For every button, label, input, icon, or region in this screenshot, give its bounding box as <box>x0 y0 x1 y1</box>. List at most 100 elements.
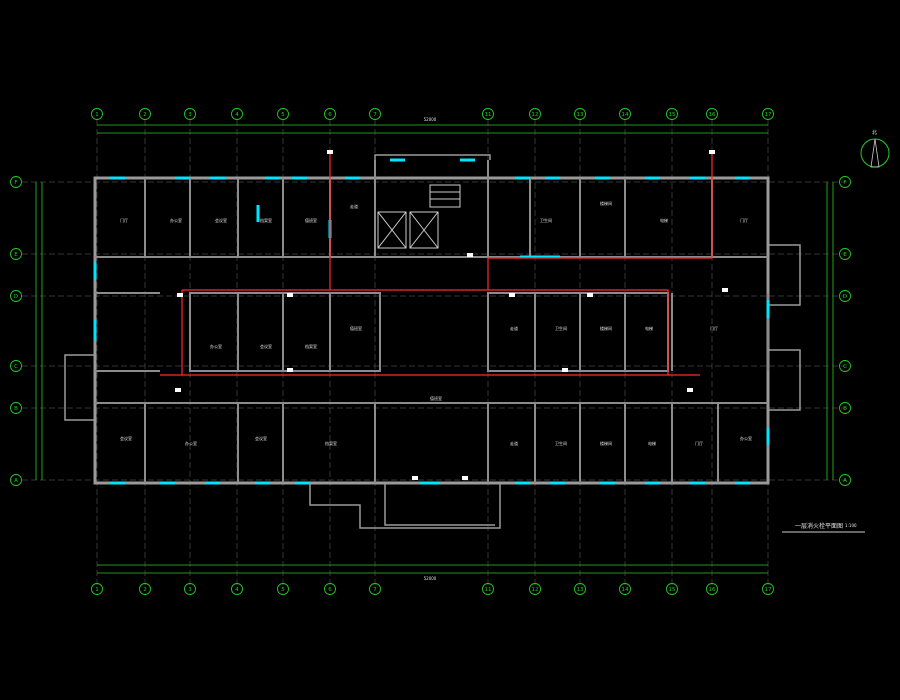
grid-column-top-17-label: 17 <box>765 112 772 118</box>
room-label: 楼梯间 <box>600 440 612 446</box>
grid-column-top-4: 4 <box>231 108 243 120</box>
top-dimension-lines <box>97 124 768 134</box>
grid-column-bottom-2: 2 <box>139 583 151 595</box>
grid-column-bottom-7-label: 7 <box>373 587 377 593</box>
grid-column-bottom-3-label: 3 <box>188 587 192 593</box>
grid-row-right-C: C <box>839 360 851 372</box>
north-label: 北 <box>872 129 877 136</box>
grid-column-bottom-16: 16 <box>706 583 718 595</box>
grid-column-top-17: 17 <box>762 108 774 120</box>
grid-column-top-12: 12 <box>529 108 541 120</box>
room-label: 办公室 <box>740 435 752 441</box>
grid-column-top-3: 3 <box>184 108 196 120</box>
grid-row-left-F: F <box>10 176 22 188</box>
grid-column-top-14: 14 <box>619 108 631 120</box>
room-labels: 门厅办公室会议室档案室值班室走道卫生间楼梯间电梯门厅办公室会议室档案室值班室走道… <box>120 200 752 446</box>
grid-row-bubbles-right: F E D C B A <box>839 176 851 486</box>
bottom-dimension-lines <box>97 564 768 574</box>
room-label: 档案室 <box>305 343 317 349</box>
grid-row-left-A: A <box>10 474 22 486</box>
room-label: 门厅 <box>710 325 718 331</box>
room-label: 办公室 <box>185 440 197 446</box>
grid-column-bottom-4-label: 4 <box>235 587 239 593</box>
grid-column-bottom-13: 13 <box>574 583 586 595</box>
grid-column-top-6-label: 6 <box>328 112 332 118</box>
grid-column-bottom-15: 15 <box>666 583 678 595</box>
side-dimension-lines <box>35 182 834 480</box>
grid-column-top-12-label: 12 <box>532 112 539 118</box>
entrance-porch <box>64 154 801 529</box>
fire-hydrant-boxes <box>175 150 728 480</box>
room-label: 电梯 <box>645 325 653 331</box>
grid-column-bottom-1-label: 1 <box>95 587 99 593</box>
room-label: 走道 <box>510 440 518 446</box>
grid-row-left-E-label: E <box>14 252 18 258</box>
fire-hydrant-pipe <box>160 150 713 376</box>
grid-column-bottom-5-label: 5 <box>281 587 285 593</box>
room-label: 卫生间 <box>555 440 567 446</box>
grid-row-right-E: E <box>839 248 851 260</box>
drawing-scale: 1:100 <box>845 523 857 528</box>
grid-column-top-11: 11 <box>482 108 494 120</box>
grid-column-bottom-14: 14 <box>619 583 631 595</box>
room-label: 走道 <box>510 325 518 331</box>
room-label: 卫生间 <box>540 217 552 223</box>
interior-walls <box>95 160 769 483</box>
room-label: 值班室 <box>350 325 362 331</box>
grid-column-top-15: 15 <box>666 108 678 120</box>
grid-column-bottom-12: 12 <box>529 583 541 595</box>
room-label: 值班室 <box>305 217 317 223</box>
grid-column-bottom-16-label: 16 <box>709 587 716 593</box>
grid-row-left-B: B <box>10 402 22 414</box>
room-label: 办公室 <box>170 217 182 223</box>
grid-column-top-5-label: 5 <box>281 112 285 118</box>
grid-column-bottom-15-label: 15 <box>669 587 676 593</box>
room-label: 会议室 <box>260 343 272 349</box>
room-label: 电梯 <box>648 440 656 446</box>
room-label: 会议室 <box>215 217 227 223</box>
grid-row-left-A-label: A <box>14 478 18 484</box>
grid-row-right-D: D <box>839 290 851 302</box>
bottom-total-dimension: 52000 <box>424 576 437 581</box>
grid-column-top-3-label: 3 <box>188 112 192 118</box>
grid-column-top-14-label: 14 <box>622 112 629 118</box>
elevator-core <box>377 184 461 249</box>
grid-column-top-6: 6 <box>324 108 336 120</box>
grid-column-bottom-1: 1 <box>91 583 103 595</box>
grid-row-right-D-label: D <box>843 294 847 300</box>
room-label: 门厅 <box>695 440 703 446</box>
grid-column-bottom-6-label: 6 <box>328 587 332 593</box>
grid-column-bottom-7: 7 <box>369 583 381 595</box>
horizontal-grid-lines <box>22 181 848 481</box>
grid-column-top-16: 16 <box>706 108 718 120</box>
grid-row-right-B: B <box>839 402 851 414</box>
room-label: 值班室 <box>430 395 442 401</box>
grid-row-left-E: E <box>10 248 22 260</box>
grid-column-top-1-label: 1 <box>95 112 99 118</box>
room-label: 门厅 <box>120 217 128 223</box>
room-label: 会议室 <box>120 435 132 441</box>
grid-row-left-F-label: F <box>14 180 17 186</box>
grid-row-left-B-label: B <box>14 406 18 412</box>
grid-column-top-2: 2 <box>139 108 151 120</box>
grid-row-right-F: F <box>839 176 851 188</box>
grid-row-right-F-label: F <box>843 180 846 186</box>
grid-column-top-13: 13 <box>574 108 586 120</box>
grid-row-right-E-label: E <box>843 252 847 258</box>
grid-column-bottom-2-label: 2 <box>143 587 147 593</box>
grid-column-top-4-label: 4 <box>235 112 239 118</box>
windows <box>93 158 770 485</box>
room-label: 电梯 <box>660 217 668 223</box>
room-label: 办公室 <box>210 343 222 349</box>
room-label: 档案室 <box>260 217 272 223</box>
grid-column-top-11-label: 11 <box>485 112 492 118</box>
grid-column-bottom-14-label: 14 <box>622 587 629 593</box>
grid-column-bottom-11-label: 11 <box>485 587 492 593</box>
grid-row-right-B-label: B <box>843 406 847 412</box>
grid-row-right-A: A <box>839 474 851 486</box>
drawing-title-block: 一层消火栓平面图 1:100 <box>782 522 865 533</box>
